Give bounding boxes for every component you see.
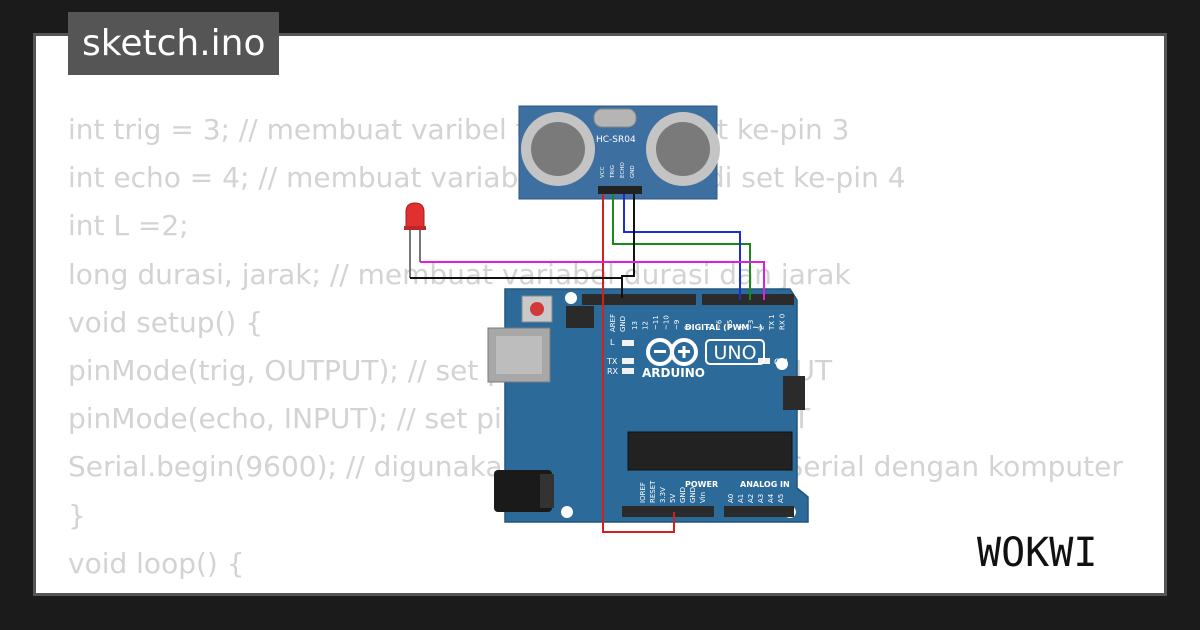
pin-label: A0 (727, 494, 735, 503)
on-label: ON (774, 358, 788, 368)
pin-label: GND (679, 487, 687, 503)
gnd-label: GND (619, 316, 627, 332)
pin-label: A4 (767, 493, 775, 503)
pin-label: 4 (737, 325, 745, 330)
pin-label: 3.3V (659, 487, 667, 503)
pin-label: A5 (777, 494, 785, 503)
pin-label: GND (689, 487, 697, 503)
sensor-pin-echo: ECHO (620, 162, 626, 178)
wire-trig (612, 194, 751, 300)
code-line: pinMode(echo, INPUT); // set pin echo me… (68, 402, 811, 436)
arduino-logo-icon (646, 338, 698, 366)
code-line: void loop() { (68, 546, 245, 580)
analog-label: ANALOG IN (740, 480, 790, 489)
sensor-label: HC-SR04 (596, 135, 636, 145)
pin-label: A1 (737, 494, 745, 503)
arduino-uno-board[interactable]: UNO ARDUINO ON L TX RX DIGITAL (PWM ~) P… (487, 288, 809, 523)
pin-label: RX 0 (779, 314, 787, 330)
hc-sr04-sensor[interactable]: HC-SR04 VCC TRIG ECHO GND (518, 105, 720, 200)
pin-label: 2 (758, 326, 766, 330)
wires (410, 194, 765, 533)
power-label: POWER (685, 480, 718, 489)
red-led[interactable] (404, 202, 426, 278)
pin-label: 13 (631, 321, 639, 330)
wire-gnd (621, 194, 635, 298)
aref-label: AREF (609, 314, 617, 332)
pin-label: 5V (669, 494, 677, 503)
pin-label: ~6 (716, 319, 724, 330)
digital-label: DIGITAL (PWM ~) (685, 323, 763, 332)
tx-label: TX (606, 357, 618, 366)
file-tab[interactable]: sketch.ino (68, 12, 280, 75)
code-line: int L =2; (68, 209, 189, 243)
pin-label: IOREF (639, 482, 647, 503)
pin-label: RESET (649, 480, 657, 503)
board-brand: ARDUINO (642, 366, 705, 380)
pin-label: A2 (747, 494, 755, 503)
board-model: UNO (713, 342, 756, 364)
code-line: long durasi, jarak; // membuat variabel … (68, 257, 851, 291)
pin-label: 8 (684, 326, 692, 330)
pin-label: ~5 (726, 320, 734, 330)
rx-label: RX (607, 367, 619, 376)
l-label: L (610, 338, 615, 347)
code-line: } (68, 498, 86, 532)
code-line: void setup() { (68, 305, 264, 339)
sensor-pin-gnd: GND (630, 165, 636, 178)
wire-echo (623, 194, 741, 300)
wire-vcc (602, 194, 675, 533)
wokwi-logo: WOKWI (977, 530, 1097, 576)
pin-label: 7 (705, 326, 713, 330)
pin-label: A3 (757, 494, 765, 503)
pin-label: Vin (699, 492, 707, 503)
pin-label: ~3 (747, 320, 755, 330)
pin-label: TX 1 (768, 314, 776, 331)
wokwi-wordmark: WOKWI (977, 530, 1097, 576)
sensor-pin-trig: TRIG (610, 165, 616, 179)
sensor-pin-vcc: VCC (600, 166, 606, 178)
pin-label: ~11 (652, 315, 660, 330)
pin-label: 12 (642, 321, 650, 330)
pin-label: ~10 (663, 315, 671, 330)
wire-led-anode (420, 261, 765, 300)
pin-label: ~9 (673, 320, 681, 330)
